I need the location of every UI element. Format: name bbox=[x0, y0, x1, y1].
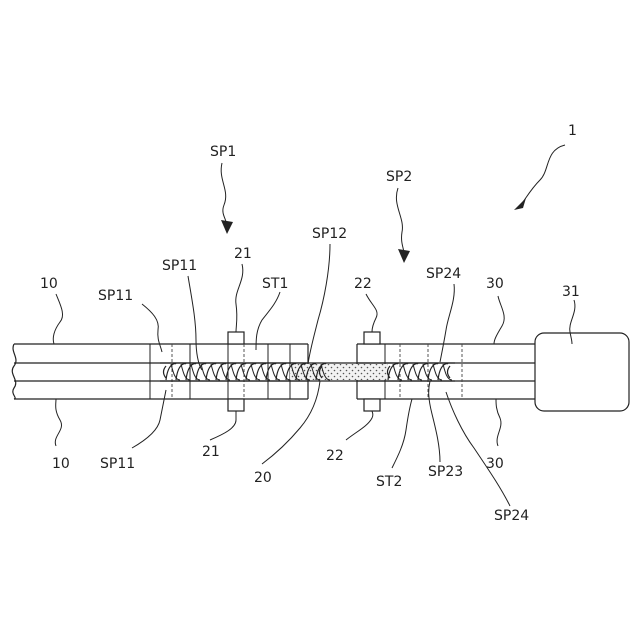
coil-turn-back bbox=[191, 364, 200, 380]
coil-turn bbox=[246, 364, 256, 380]
bolt-21 bbox=[228, 332, 244, 411]
coil-spring-sp2 bbox=[388, 364, 453, 380]
bolt-21-bottom bbox=[228, 399, 244, 411]
coil-turn-back bbox=[281, 364, 290, 380]
coil-turn bbox=[418, 364, 428, 380]
label-30-top: 30 bbox=[486, 276, 504, 292]
label-sp11-bottom: SP11 bbox=[100, 456, 135, 472]
coil-turn bbox=[196, 364, 206, 380]
coil-turn bbox=[276, 364, 286, 380]
coil-turn-back bbox=[231, 364, 240, 380]
break-line bbox=[12, 344, 16, 399]
coil-turn-back bbox=[251, 364, 260, 380]
label-31: 31 bbox=[562, 284, 580, 300]
coil-turn bbox=[236, 364, 246, 380]
coil-turn bbox=[166, 364, 176, 380]
label-30-bottom: 30 bbox=[486, 456, 504, 472]
bolt-22-bottom bbox=[364, 399, 380, 411]
label-21-bottom: 21 bbox=[202, 444, 220, 460]
coil-hook bbox=[448, 366, 451, 378]
label-sp11-top: SP11 bbox=[162, 258, 197, 274]
coil-turn bbox=[438, 364, 448, 380]
label-10-top: 10 bbox=[40, 276, 58, 292]
coil-turn-back bbox=[201, 364, 210, 380]
leader-lines bbox=[53, 145, 575, 506]
label-22-bottom: 22 bbox=[326, 448, 344, 464]
label-fig-1: 1 bbox=[568, 123, 577, 139]
coil-turn-back bbox=[181, 364, 190, 380]
coil-turn-back bbox=[241, 364, 250, 380]
left-pipe-10 bbox=[12, 344, 308, 399]
label-sp12: SP12 bbox=[312, 226, 347, 242]
label-st2: ST2 bbox=[376, 474, 402, 490]
coil-turn bbox=[206, 364, 216, 380]
label-sp11-left: SP11 bbox=[98, 288, 133, 304]
coil-turn-back bbox=[403, 364, 412, 380]
left-pipe-segments bbox=[150, 344, 290, 399]
label-st1: ST1 bbox=[262, 276, 288, 292]
label-sp2: SP2 bbox=[386, 169, 412, 185]
label-21-top: 21 bbox=[234, 246, 252, 262]
labels: 1 SP1 SP2 10 10 SP11 SP11 SP11 21 21 ST1… bbox=[40, 123, 580, 524]
coil-turn-back bbox=[423, 364, 432, 380]
bolt-21-top bbox=[228, 332, 244, 344]
coil-turn-back bbox=[221, 364, 230, 380]
label-10-bottom: 10 bbox=[52, 456, 70, 472]
label-sp1: SP1 bbox=[210, 144, 236, 160]
coil-turn bbox=[186, 364, 196, 380]
coil-turn bbox=[428, 364, 438, 380]
coil-turn bbox=[256, 364, 266, 380]
coil-hook bbox=[164, 366, 167, 378]
label-20: 20 bbox=[254, 470, 272, 486]
coil-turn-back bbox=[271, 364, 280, 380]
coil-turn-back bbox=[413, 364, 422, 380]
label-sp24-bottom: SP24 bbox=[494, 508, 529, 524]
coil-turn bbox=[176, 364, 186, 380]
coil-turn bbox=[398, 364, 408, 380]
label-22-top: 22 bbox=[354, 276, 372, 292]
coil-turn-back bbox=[393, 364, 402, 380]
coil-turn-back bbox=[433, 364, 442, 380]
end-cap-31 bbox=[535, 333, 629, 411]
coil-turn-back bbox=[211, 364, 220, 380]
coil-turn bbox=[408, 364, 418, 380]
coil-turn bbox=[216, 364, 226, 380]
label-sp23: SP23 bbox=[428, 464, 463, 480]
right-pipe-segments bbox=[385, 344, 462, 399]
bolt-22-top bbox=[364, 332, 380, 344]
coil-turn-back bbox=[261, 364, 270, 380]
label-sp24-top: SP24 bbox=[426, 266, 461, 282]
